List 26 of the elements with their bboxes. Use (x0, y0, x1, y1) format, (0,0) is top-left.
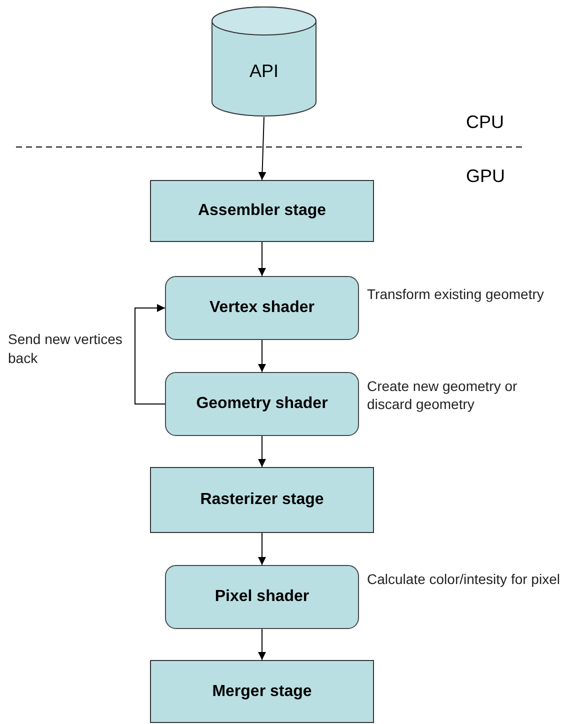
api-cylinder (211, 6, 317, 117)
stage-box (150, 467, 374, 533)
arrow (258, 116, 266, 180)
stage-name: Merger stage (212, 682, 312, 700)
arrow (258, 340, 266, 372)
annotation-text: Transform existing geometry (367, 286, 545, 304)
shader-box (165, 372, 359, 436)
stage-name: Vertex shader (210, 299, 314, 317)
stage-name: Pixel shader (214, 588, 310, 606)
annotation-text: Create new geometry or discard geometry (367, 378, 518, 413)
arrow (258, 628, 266, 660)
shader-box (165, 276, 359, 340)
annotation-text: Calculate color/intesity for pixel (367, 571, 561, 588)
stage-name: Assembler stage (198, 202, 326, 220)
stage-name: API (249, 61, 278, 82)
stage-name: Geometry shader (196, 395, 328, 413)
region-label: GPU (466, 166, 506, 187)
shader-box (165, 565, 359, 629)
stage-box (150, 180, 374, 242)
arrow (258, 532, 266, 566)
stage-name: Rasterizer stage (200, 491, 324, 509)
arrow (258, 242, 266, 276)
arrow (134, 304, 166, 404)
region-label: CPU (466, 112, 504, 133)
arrow (258, 436, 266, 468)
stage-box (150, 660, 374, 723)
